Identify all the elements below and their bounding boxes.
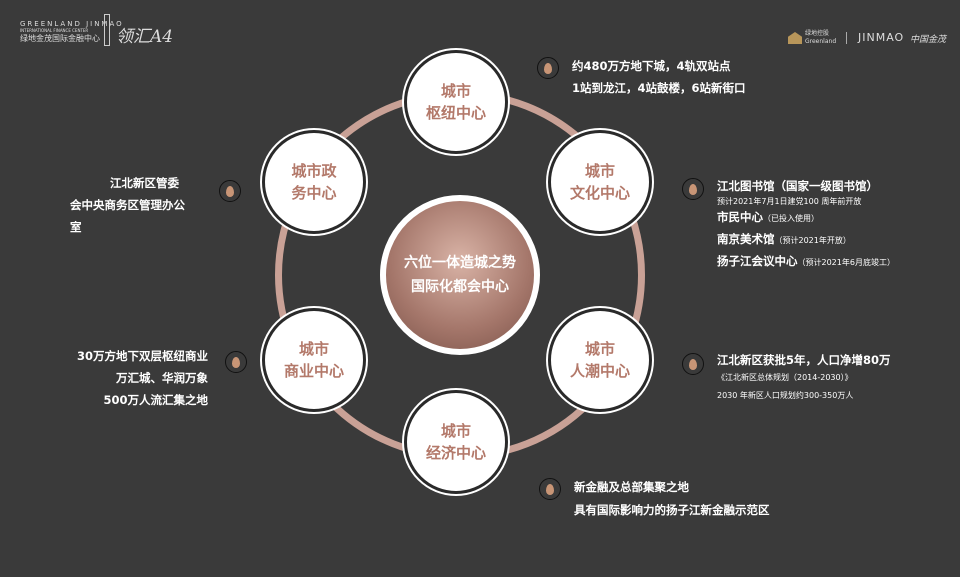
node-people: 城市人潮中心	[548, 308, 652, 412]
logo-cn: 绿地金茂国际金融中心	[20, 34, 100, 43]
note-line: 南京美术馆	[717, 232, 775, 246]
note-line: 会中央商务区管理办公	[70, 198, 185, 212]
node-commerce: 城市商业中心	[262, 308, 366, 412]
node-label: 城市	[584, 162, 615, 180]
note-sub: （已投入使用）	[763, 214, 819, 223]
node-government: 城市政务中心	[262, 130, 366, 234]
jinmao-cn: 中国金茂	[910, 35, 947, 45]
divider	[846, 32, 847, 44]
note-sub: （预计2021年开放）	[774, 236, 851, 245]
location-pin-icon	[682, 353, 704, 375]
node-culture: 城市文化中心	[548, 130, 652, 234]
note-sub: 《江北新区总体规划（2014-2030）》	[717, 373, 853, 382]
note-line: 万汇城、华润万象	[116, 371, 208, 385]
location-pin-icon	[225, 351, 247, 373]
note-line: 30万方地下双层枢纽商业	[76, 349, 208, 363]
logo-en: GREENLAND JINMAO	[20, 20, 124, 28]
node-economy: 城市经济中心	[404, 390, 508, 494]
center-circle: 六位一体造城之势 国际化都会中心	[380, 195, 540, 355]
center-line2: 国际化都会中心	[411, 279, 509, 295]
note-sub: 2030 年新区人口规划约300-350万人	[717, 391, 854, 400]
note-sub: 预计2021年7月1日建党100 周年前开放	[717, 197, 862, 206]
note-people: 江北新区获批5年，人口净增80万 《江北新区总体规划（2014-2030）》 2…	[717, 351, 891, 405]
location-pin-icon	[539, 478, 561, 500]
note-line: 具有国际影响力的扬子江新金融示范区	[574, 503, 770, 517]
note-line: 500万人流汇集之地	[103, 393, 208, 407]
note-hub: 约480万方地下城，4轨双站点 1站到龙江，4站鼓楼，6站新街口	[572, 55, 746, 99]
node-label: 城市	[584, 340, 615, 358]
note-line: 江北新区获批5年，人口净增80万	[717, 353, 891, 367]
center-line1: 六位一体造城之势	[404, 255, 516, 271]
node-label: 商业中心	[283, 362, 344, 380]
node-label: 枢纽中心	[425, 104, 486, 122]
logo-greenland-jinmao-ifc: GREENLAND JINMAO INTERNATIONAL FINANCE C…	[20, 20, 124, 44]
greenland-house-icon	[788, 32, 802, 44]
note-economy: 新金融及总部集聚之地具有国际影响力的扬子江新金融示范区	[574, 476, 770, 522]
greenland-cn: 绿地控股	[805, 30, 830, 37]
node-label: 城市	[440, 422, 471, 440]
jinmao-logo: JINMAO	[858, 31, 905, 44]
note-commerce: 30万方地下双层枢纽商业万汇城、华润万象 500万人流汇集之地	[77, 345, 208, 411]
location-pin-icon	[219, 180, 241, 202]
note-line: 室	[70, 220, 82, 234]
note-line: 新金融及总部集聚之地	[574, 480, 689, 494]
node-hub: 城市枢纽中心	[404, 50, 508, 154]
note-line: 1站到龙江，4站鼓楼，6站新街口	[572, 81, 746, 95]
note-line: 市民中心	[717, 210, 763, 224]
node-label: 城市	[298, 340, 329, 358]
note-culture: 江北图书馆（国家一级图书馆） 预计2021年7月1日建党100 周年前开放 市民…	[717, 176, 895, 273]
node-label: 文化中心	[569, 184, 630, 202]
brand-logo: 领汇A4	[116, 27, 174, 47]
node-label: 城市	[440, 82, 471, 100]
note-line: 扬子江会议中心	[717, 254, 798, 268]
node-label: 人潮中心	[569, 362, 630, 380]
location-pin-icon	[537, 57, 559, 79]
note-line: 约480万方地下城，4轨双站点	[572, 59, 731, 73]
note-government: 江北新区管委会中央商务区管理办公室	[70, 172, 185, 238]
greenland-en: Greenland	[805, 38, 837, 45]
node-label: 经济中心	[425, 444, 486, 462]
node-label: 城市政	[291, 162, 337, 180]
node-label: 务中心	[291, 184, 337, 202]
note-sub: （预计2021年6月底竣工）	[797, 258, 895, 267]
tower-icon	[104, 14, 110, 46]
note-line: 江北新区管委	[110, 176, 179, 190]
location-pin-icon	[682, 178, 704, 200]
note-line: 江北图书馆（国家一级图书馆）	[717, 179, 878, 193]
logo-sub: INTERNATIONAL FINANCE CENTER	[20, 28, 89, 33]
